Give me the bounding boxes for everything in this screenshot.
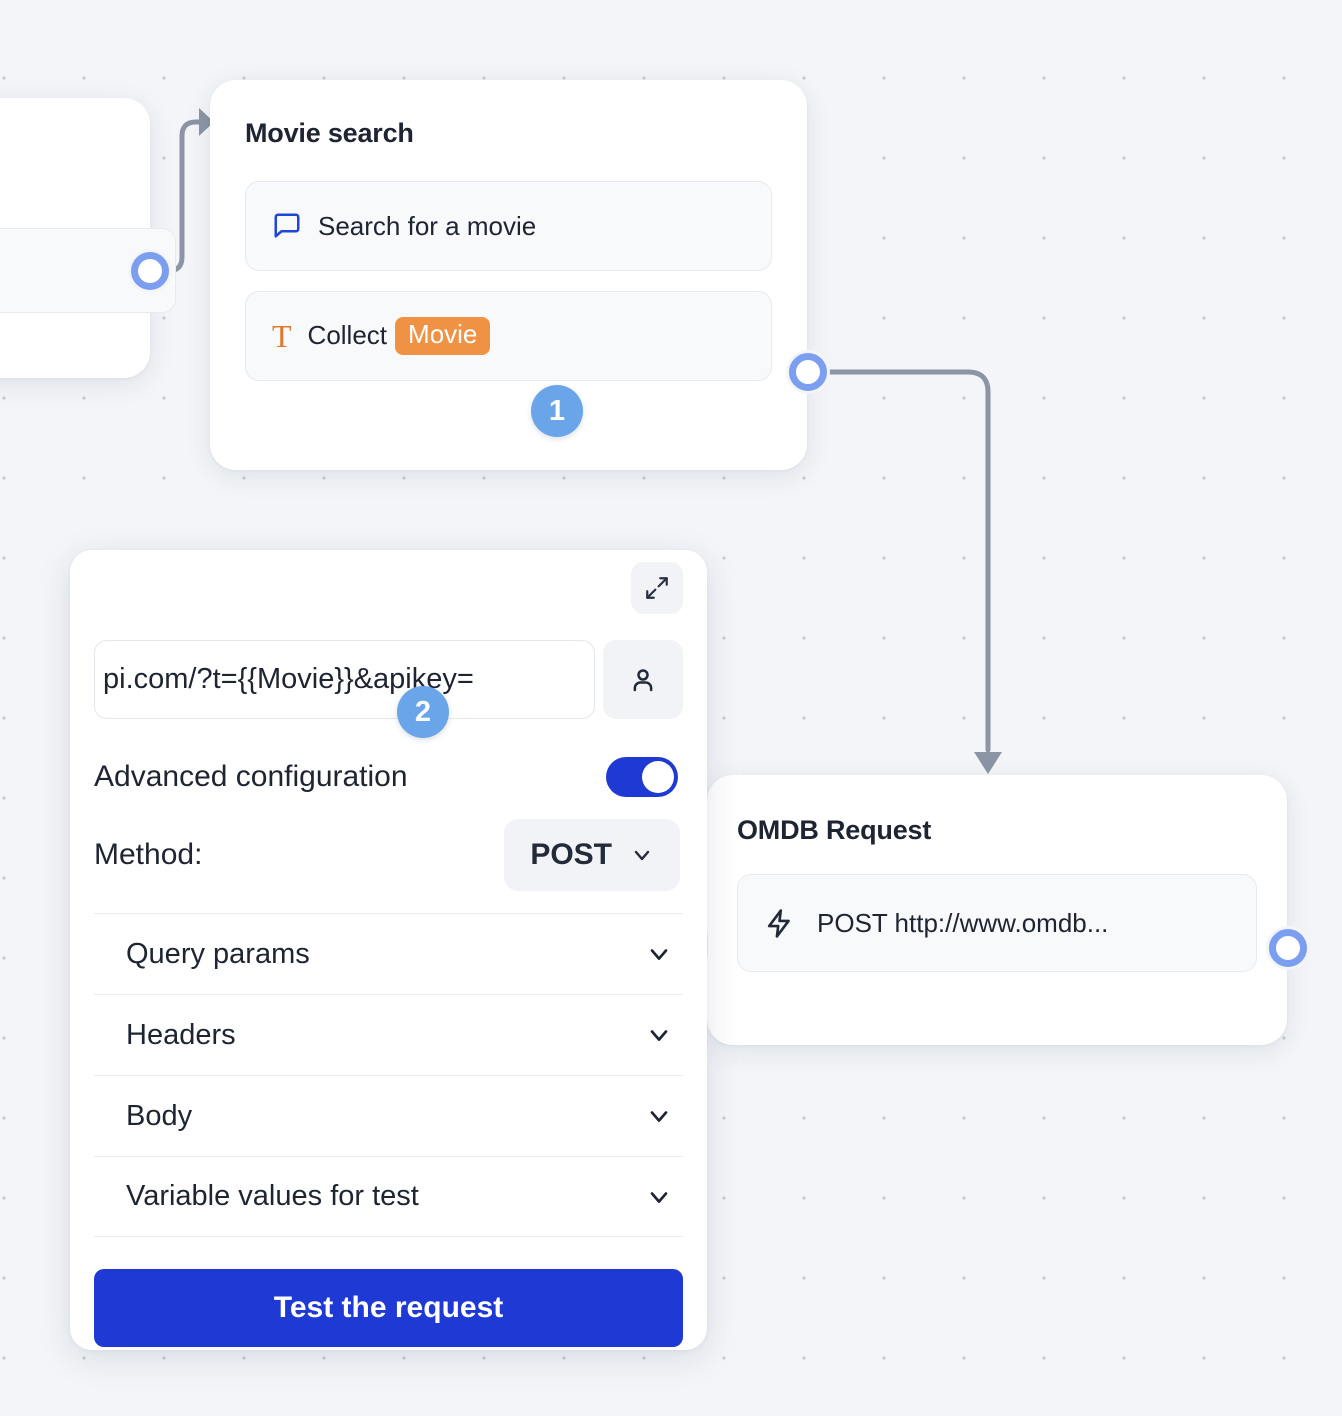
edge-movie-to-omdb (825, 369, 991, 753)
accordion-item-variable-values-for-test[interactable]: Variable values for test (94, 1156, 683, 1237)
accordion-item-query-params[interactable]: Query params (94, 913, 683, 994)
node-title-movie-search: Movie search (245, 118, 414, 148)
expand-diagonal-icon (646, 577, 668, 599)
accordion-label-body: Body (126, 1099, 193, 1132)
chevron-down-icon (634, 850, 650, 861)
node-title-omdb-request: OMDB Request (737, 815, 932, 845)
partial-node-card[interactable] (0, 98, 176, 378)
accordion-label-variable-values-for-test: Variable values for test (126, 1180, 419, 1212)
step-badge-1: 1 (531, 385, 583, 437)
advanced-configuration-label: Advanced configuration (94, 760, 408, 793)
connector-port-movie-search-output[interactable] (786, 350, 830, 394)
connector-port-partial-output[interactable] (128, 249, 172, 293)
chevron-down-icon (650, 1191, 668, 1203)
advanced-configuration-toggle[interactable] (606, 757, 678, 797)
lightning-bolt-icon (764, 908, 795, 939)
accordion-item-body[interactable]: Body (94, 1075, 683, 1156)
url-row: pi.com/?t={{Movie}}&apikey= (94, 640, 683, 719)
chevron-down-icon (650, 1111, 668, 1123)
accordion-label-query-params: Query params (126, 937, 310, 970)
node-movie-search[interactable]: Movie search Search for a movie T Collec… (210, 80, 807, 470)
advanced-configuration-row: Advanced configuration (94, 757, 683, 797)
node-row-label-collect: Collect (307, 320, 388, 351)
request-config-panel: pi.com/?t={{Movie}}&apikey= Advanced con… (70, 550, 707, 1350)
node-row-search-for-a-movie[interactable]: Search for a movie (245, 181, 772, 271)
node-omdb-request[interactable]: OMDB Request POST http://www.omdb... (696, 775, 1287, 1045)
chevron-down-icon (650, 949, 668, 961)
test-the-request-button[interactable]: Test the request (94, 1269, 683, 1347)
config-sections-accordion: Query params Headers Body Variable value… (94, 913, 683, 1237)
accordion-label-headers: Headers (126, 1018, 236, 1051)
method-select-dropdown[interactable]: POST (504, 819, 680, 891)
node-row-collect-movie[interactable]: T Collect Movie (245, 291, 772, 381)
chevron-down-icon (650, 1030, 668, 1042)
method-label: Method: (94, 838, 203, 871)
method-row: Method: POST (94, 819, 683, 891)
node-row-label-search: Search for a movie (318, 210, 537, 241)
edge-arrowhead-omdb (974, 752, 1002, 774)
step-badge-2: 2 (397, 686, 449, 738)
person-icon-button[interactable] (603, 640, 683, 719)
person-icon (633, 668, 653, 691)
expand-diagonal-icon-button[interactable] (631, 562, 683, 614)
text-t-icon: T (272, 318, 292, 354)
message-bubble-icon (272, 211, 302, 241)
variable-chip-movie[interactable]: Movie (395, 317, 491, 355)
method-select-value: POST (530, 838, 612, 871)
node-row-post-request[interactable]: POST http://www.omdb... (737, 874, 1257, 972)
panel-topbar (94, 550, 683, 614)
node-row-label-post: POST http://www.omdb... (817, 907, 1109, 938)
request-url-input[interactable]: pi.com/?t={{Movie}}&apikey= (94, 640, 595, 719)
connector-port-omdb-output[interactable] (1266, 926, 1310, 970)
accordion-item-headers[interactable]: Headers (94, 994, 683, 1075)
